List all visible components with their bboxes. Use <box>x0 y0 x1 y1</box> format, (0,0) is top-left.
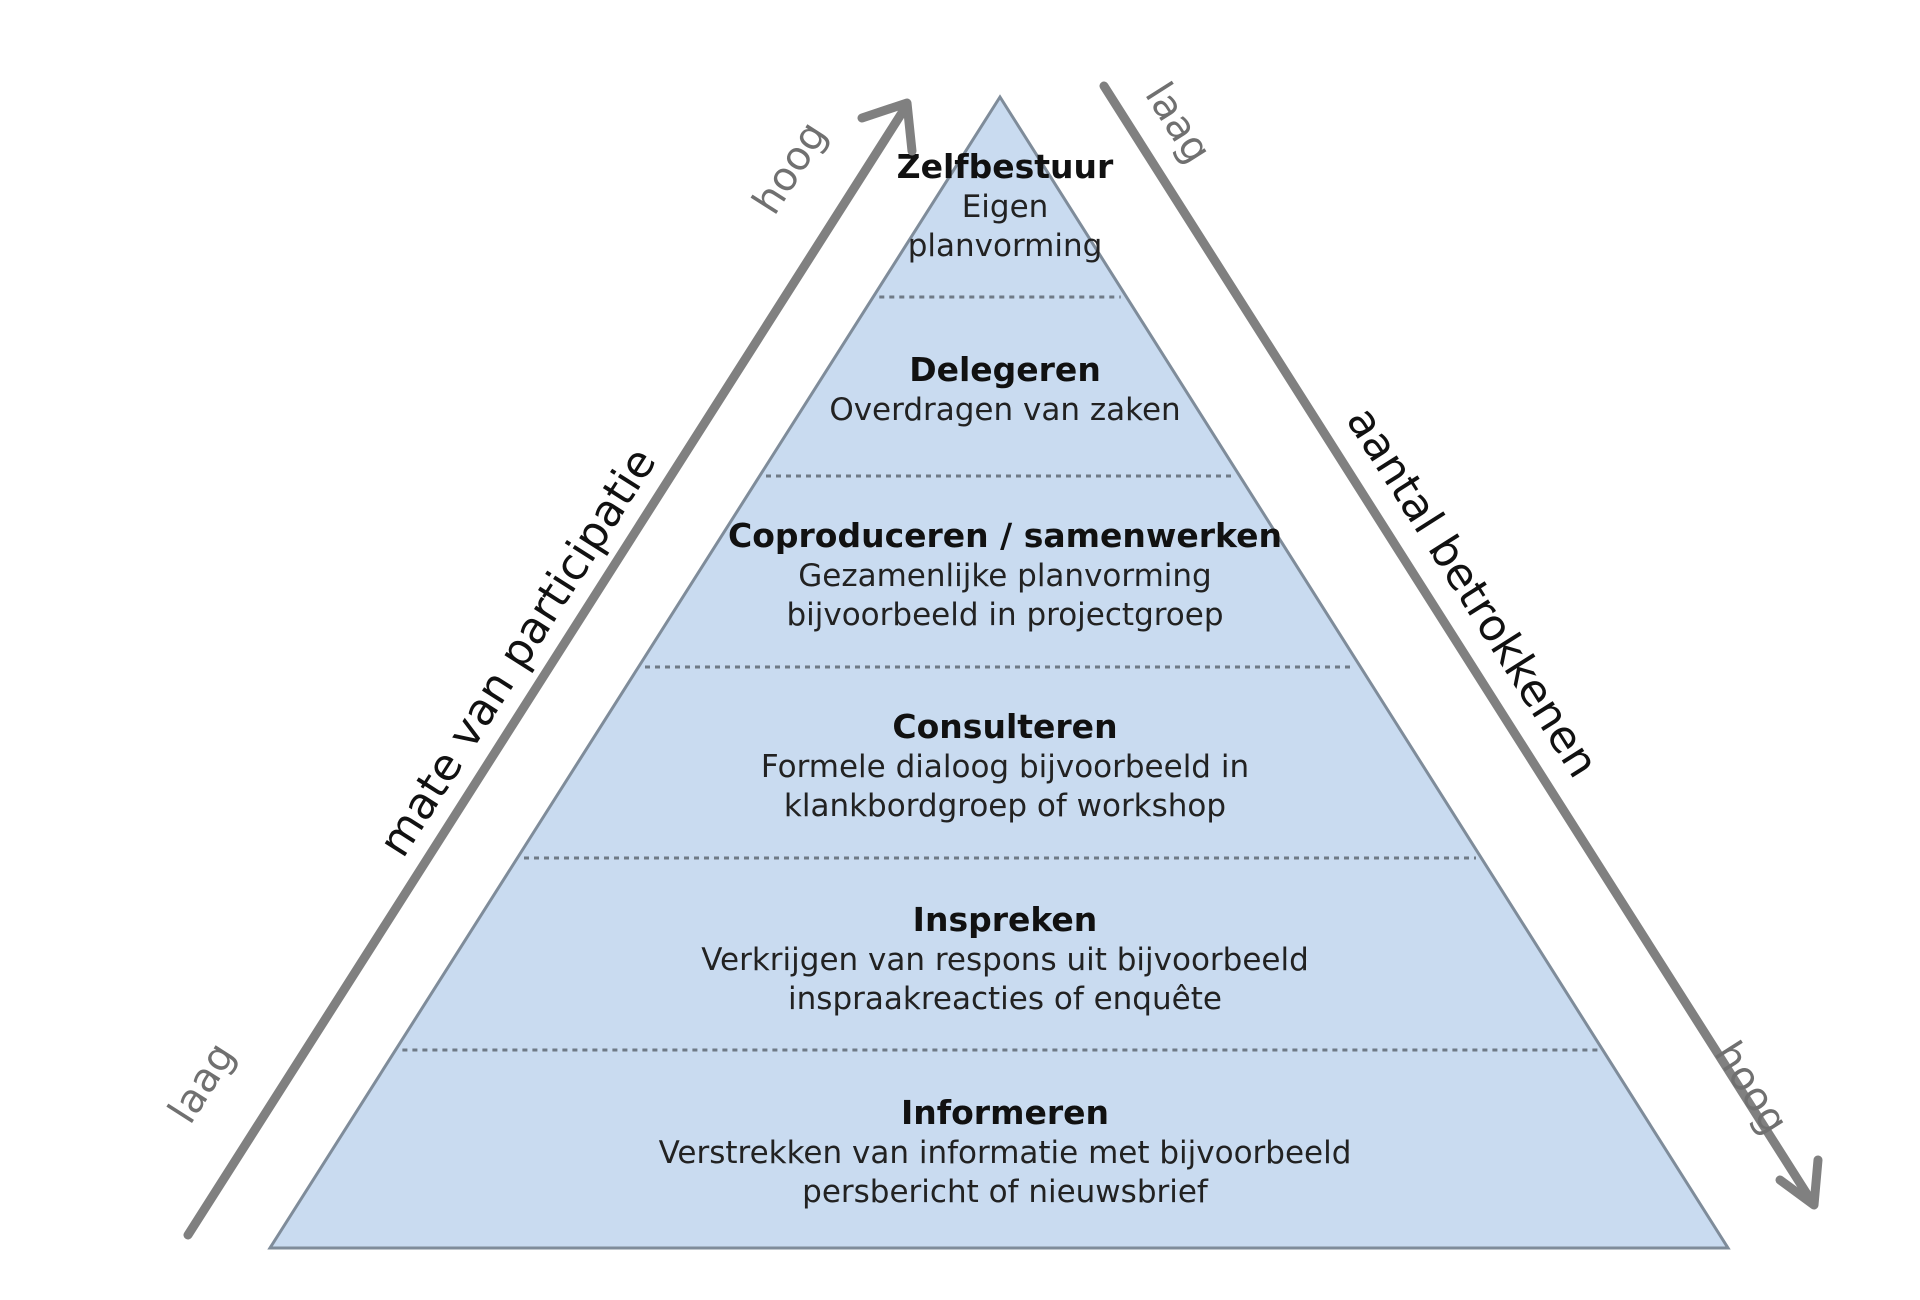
level-consulteren: Consulteren Formele dialoog bijvoorbeeld… <box>761 707 1249 824</box>
level-description-line: Formele dialoog bijvoorbeeld in <box>761 749 1249 785</box>
level-inspreken: Inspreken Verkrijgen van respons uit bij… <box>701 900 1309 1017</box>
left-axis-high-label: hoog <box>744 114 836 223</box>
level-title: Consulteren <box>892 707 1117 746</box>
level-description-line: klankbordgroep of workshop <box>784 788 1226 824</box>
pyramid-shape <box>267 94 1731 1250</box>
level-description-line: bijvoorbeeld in projectgroep <box>786 597 1223 633</box>
level-title: Informeren <box>901 1093 1109 1132</box>
level-description-line: Overdragen van zaken <box>829 392 1180 428</box>
left-axis-low-label: laag <box>160 1035 245 1132</box>
left-arrow-head <box>857 98 917 156</box>
level-title: Zelfbestuur <box>897 147 1114 186</box>
right-axis-arrow <box>1099 81 1823 1210</box>
level-description-line: planvorming <box>908 228 1103 264</box>
level-dividers <box>402 295 1598 1052</box>
left-axis-arrow <box>183 98 917 1240</box>
level-coproduceren: Coproduceren / samenwerken Gezamenlijke … <box>728 516 1282 633</box>
level-description-line: Gezamenlijke planvorming <box>798 558 1211 594</box>
level-description-line: Verstrekken van informatie met bijvoorbe… <box>659 1135 1352 1171</box>
level-description-line: Eigen <box>962 189 1049 225</box>
level-delegeren: Delegeren Overdragen van zaken <box>829 350 1180 428</box>
level-description-line: Verkrijgen van respons uit bijvoorbeeld <box>701 942 1309 978</box>
level-title: Delegeren <box>909 350 1101 389</box>
left-arrow-shaft <box>183 103 910 1240</box>
right-arrow-head <box>1775 1155 1823 1210</box>
level-informeren: Informeren Verstrekken van informatie me… <box>659 1093 1352 1210</box>
level-title: Coproduceren / samenwerken <box>728 516 1282 555</box>
level-description-line: persbericht of nieuwsbrief <box>802 1174 1209 1210</box>
level-description-line: inspraakreacties of enquête <box>788 981 1222 1017</box>
right-axis-high-label: hoog <box>1705 1034 1797 1143</box>
level-title: Inspreken <box>913 900 1098 939</box>
right-arrow-shaft <box>1099 81 1817 1207</box>
level-zelfbestuur: Zelfbestuur Eigen planvorming <box>897 147 1114 264</box>
